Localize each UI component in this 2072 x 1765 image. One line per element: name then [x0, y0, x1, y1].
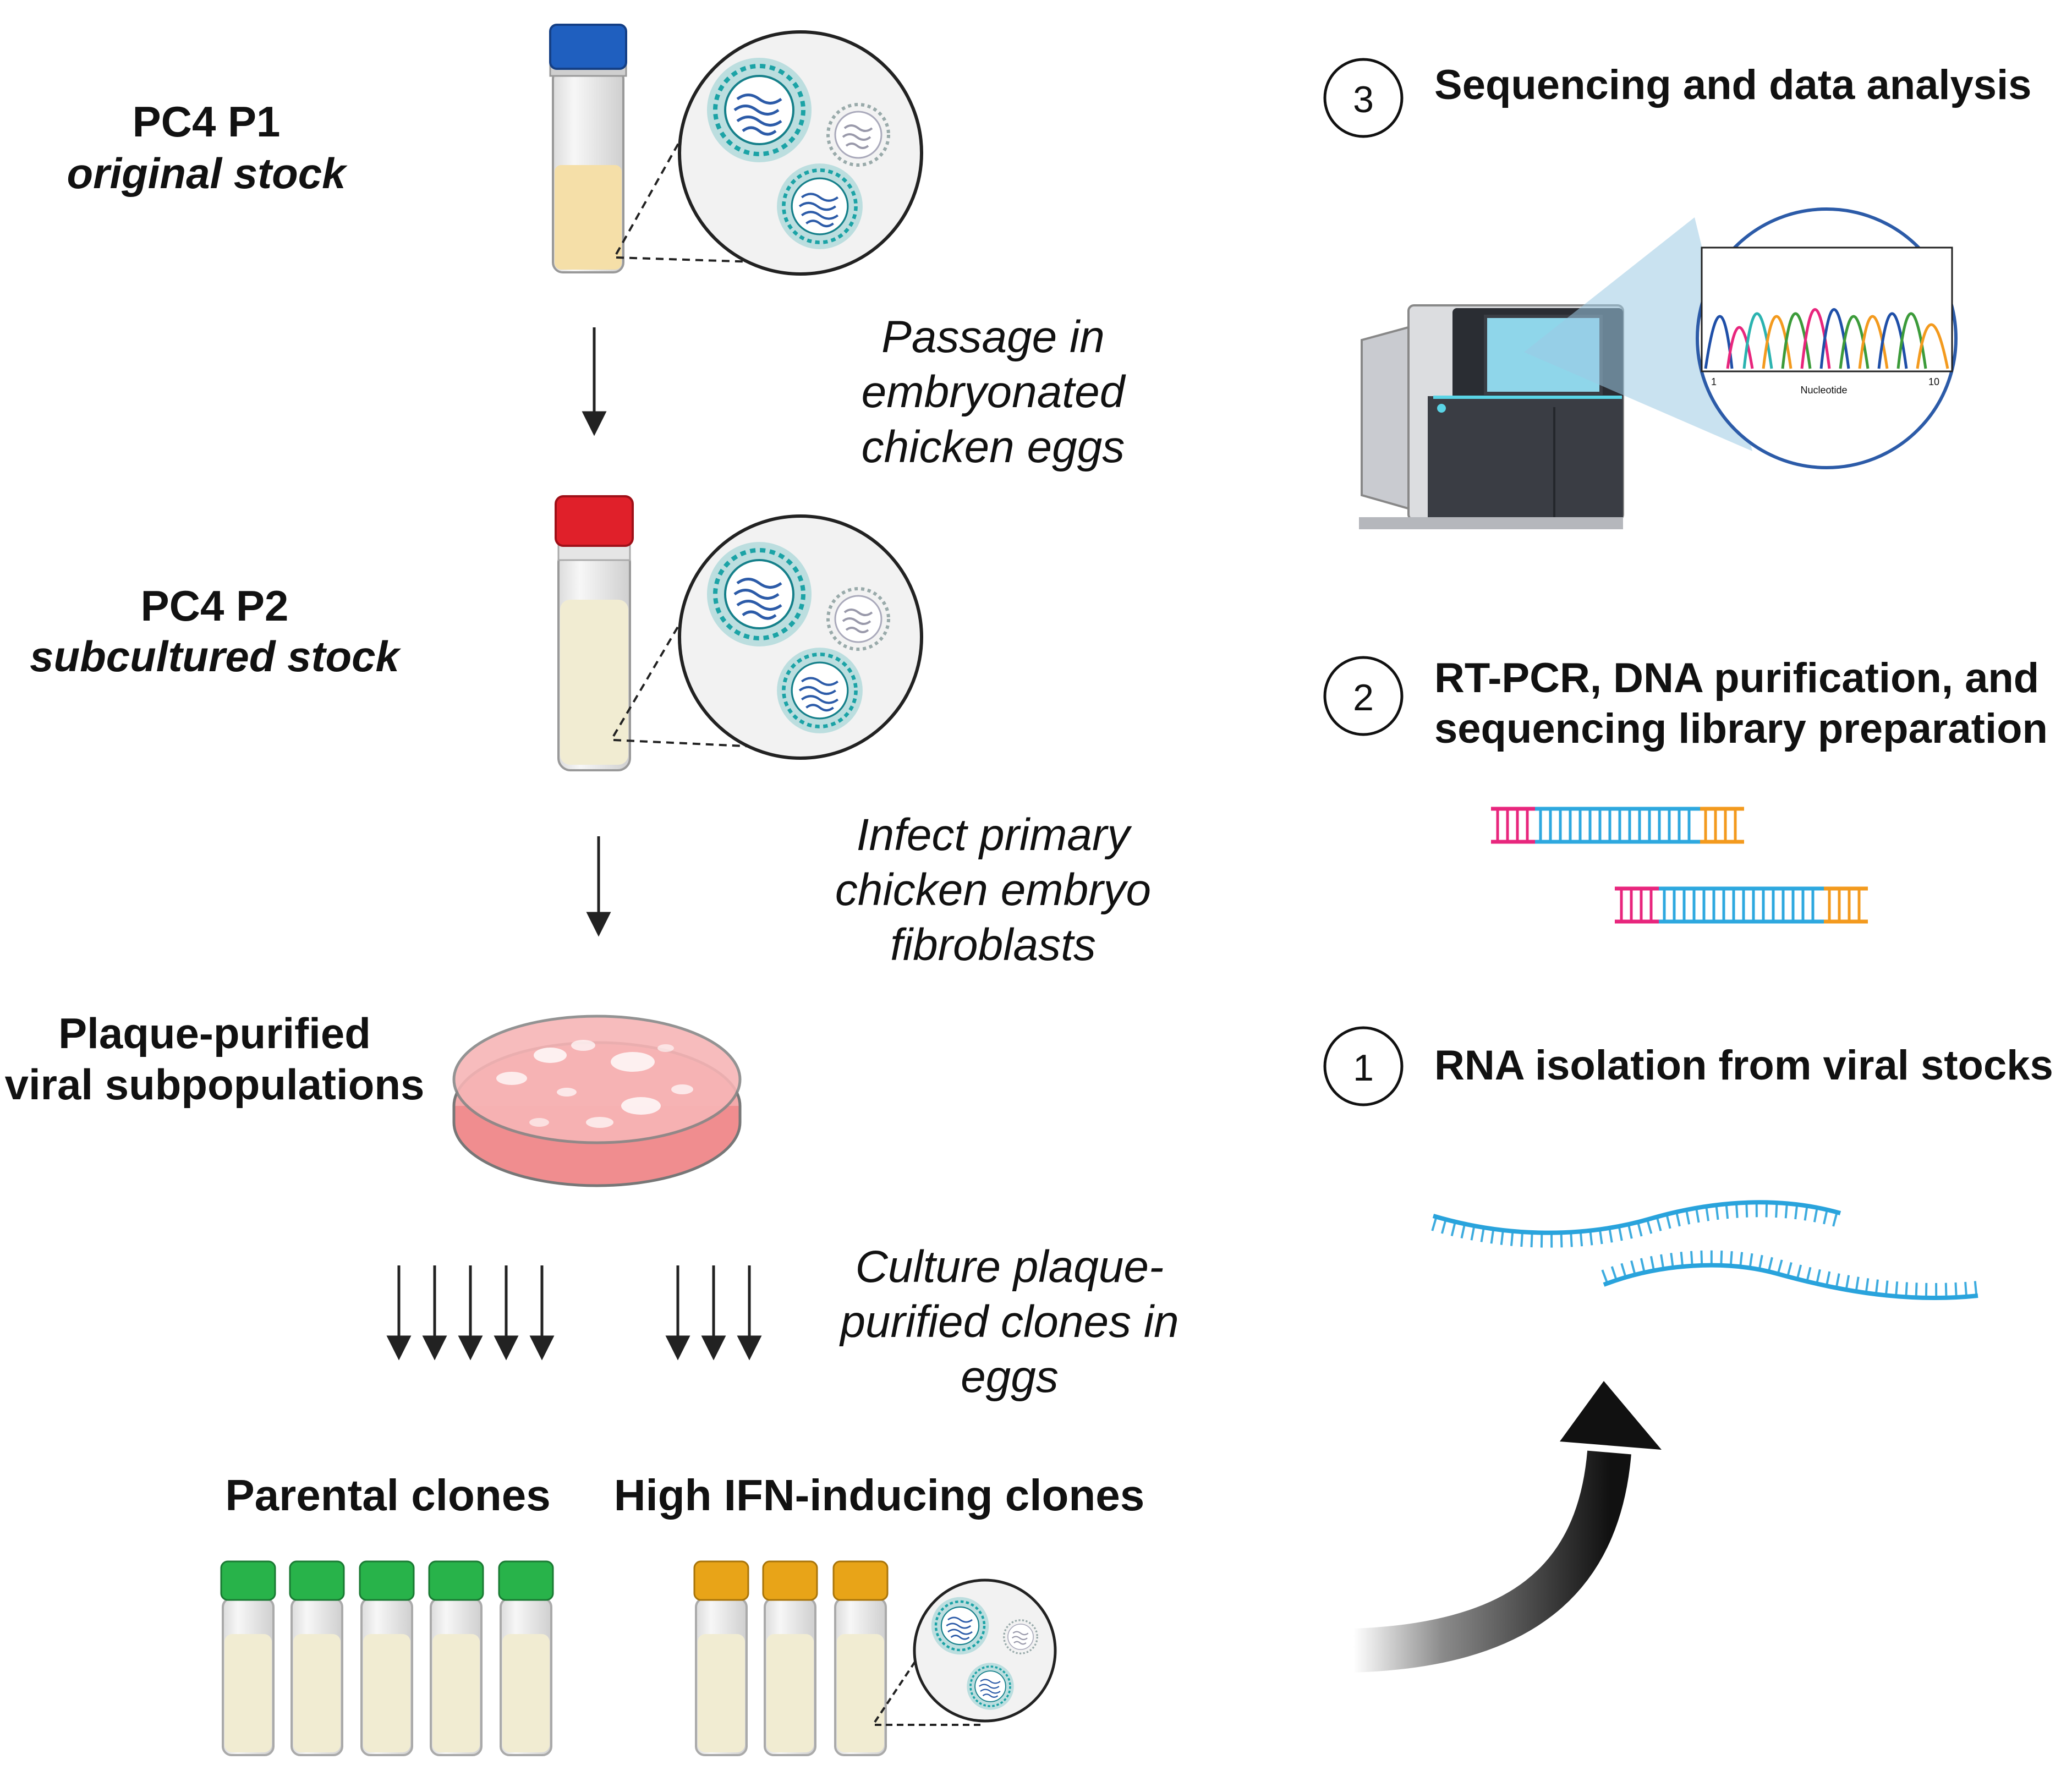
curved-arrow	[1352, 1381, 1662, 1673]
chromatogram-tick-start: 1	[1711, 376, 1717, 387]
infect-line2: chicken embryo	[835, 865, 1151, 915]
passage-line1: Passage in	[881, 312, 1105, 362]
parental-clones-label: Parental clones	[225, 1471, 550, 1520]
high-ifn-clones-label: High IFN-inducing clones	[614, 1471, 1144, 1520]
culture-line2: purified clones in	[838, 1297, 1178, 1347]
step-1-number: 1	[1353, 1047, 1374, 1089]
plaque-label-line2: viral subpopulations	[5, 1060, 425, 1109]
p1-name: PC4 P1	[133, 97, 281, 146]
culture-text: Culture plaque- purified clones in eggs	[838, 1242, 1178, 1402]
step-2-line2: sequencing library preparation	[1434, 705, 2048, 752]
chromatogram-tick-end: 10	[1928, 376, 1939, 387]
p1-desc: original stock	[67, 149, 348, 198]
p2-name: PC4 P2	[141, 582, 289, 630]
culture-line1: Culture plaque-	[856, 1242, 1164, 1292]
arrows-high-ifn	[665, 1265, 762, 1361]
infect-line3: fibroblasts	[890, 920, 1096, 970]
arrows-parental	[386, 1265, 555, 1361]
step-2-number: 2	[1353, 677, 1374, 719]
parental-tubes	[220, 1560, 554, 1756]
step-3-title: Sequencing and data analysis	[1434, 62, 2031, 108]
infect-text: Infect primary chicken embryo fibroblast…	[835, 810, 1151, 970]
virus-zoom-clones	[913, 1578, 1057, 1723]
p2-desc: subcultured stock	[30, 632, 401, 681]
step-1-title: RNA isolation from viral stocks	[1434, 1042, 2053, 1089]
virus-icon	[678, 30, 923, 276]
plaque-label-line1: Plaque-purified	[58, 1009, 371, 1057]
step-2: 2 RT-PCR, DNA purification, and sequenci…	[1323, 655, 2048, 752]
infect-line1: Infect primary	[857, 810, 1133, 860]
step-3: 3 Sequencing and data analysis	[1323, 58, 2031, 138]
high-ifn-tubes	[693, 1560, 889, 1756]
virus-zoom-p2	[678, 514, 923, 760]
step-3-number: 3	[1353, 79, 1374, 120]
petri-dish-icon	[452, 1015, 742, 1187]
passage-text: Passage in embryonated chicken eggs	[862, 312, 1126, 472]
tube-icon	[555, 495, 634, 771]
chromatogram-xlabel: Nucleotide	[1800, 385, 1847, 396]
passage-line3: chicken eggs	[862, 422, 1125, 472]
dna-strand-icon	[1491, 807, 1868, 924]
culture-line3: eggs	[961, 1352, 1059, 1402]
step-2-line1: RT-PCR, DNA purification, and	[1434, 655, 2039, 701]
chromatogram-zoom: 1 10 Nucleotide	[1696, 207, 1958, 469]
vial-icon	[549, 24, 627, 273]
rna-strand-icon	[1431, 1200, 1979, 1300]
passage-line2: embryonated	[862, 367, 1126, 417]
step-1: 1 RNA isolation from viral stocks	[1323, 1026, 2053, 1106]
